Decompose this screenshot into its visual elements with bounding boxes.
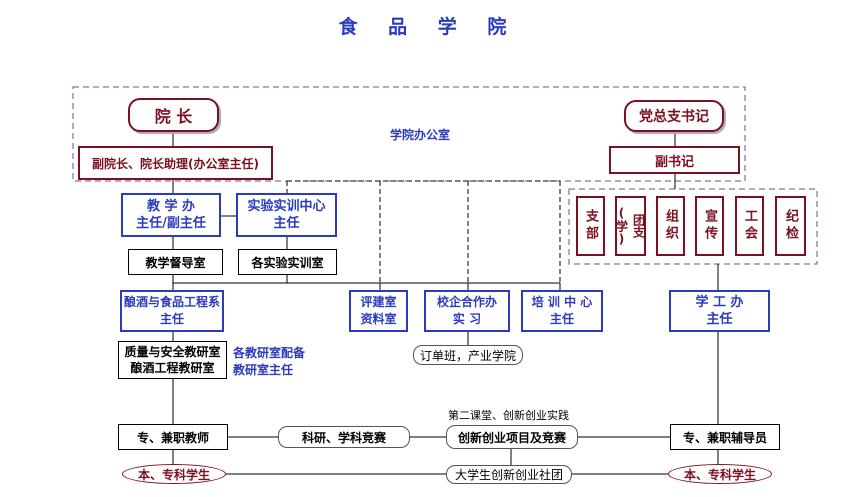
student-office-box: 学 工 办 主任 (669, 290, 770, 332)
party-secretary-box: 党总支书记 (624, 100, 724, 132)
labs-box: 各实验实训室 (238, 249, 337, 275)
supervision-office-box: 教学督导室 (128, 249, 223, 275)
party-unit-union: 工会 (735, 196, 764, 256)
students-left-ellipse: 本、专科学生 (122, 464, 226, 484)
counselors-box: 专、兼职辅导员 (670, 424, 780, 450)
evaluation-office-box: 评建室 资料室 (349, 290, 408, 332)
party-unit-discipline: 纪检 (775, 196, 806, 256)
coop-office-box: 校企合作办 实 习 (424, 290, 510, 332)
party-unit-youth: 团支(学) (615, 196, 646, 256)
office-label: 学院办公室 (390, 128, 451, 142)
second-class-label: 第二课堂、创新创业实践 (448, 409, 569, 422)
research-competition-pill: 科研、学科竞赛 (278, 426, 410, 448)
innovation-projects-pill: 创新创业项目及竞赛 (446, 425, 578, 449)
research-rooms-box: 质量与安全教研室 酿酒工程教研室 (118, 341, 227, 379)
deputy-secretary-box: 副书记 (609, 146, 740, 174)
liquor-dept-box: 酿酒与食品工程系 主任 (120, 290, 224, 332)
dean-box: 院 长 (128, 98, 219, 132)
training-center-box: 培 训 中 心 主任 (521, 290, 603, 332)
teaching-office-box: 教 学 办 主任/副主任 (121, 193, 221, 237)
research-rooms-note: 各教研室配备 教研室主任 (233, 346, 306, 377)
student-clubs-pill: 大学生创新创业社团 (446, 465, 572, 484)
page-title: 食 品 学 院 (338, 16, 519, 38)
teachers-box: 专、兼职教师 (118, 424, 228, 450)
lab-center-box: 实验实训中心 主任 (236, 193, 337, 237)
party-unit-publicity: 宣传 (695, 196, 724, 256)
vice-dean-box: 副院长、院长助理(办公室主任) (78, 146, 273, 180)
party-unit-branch: 支部 (576, 196, 605, 256)
party-unit-organization: 组织 (656, 196, 685, 256)
coop-note-pill: 订单班，产业学院 (413, 345, 523, 365)
students-right-ellipse: 本、专科学生 (668, 464, 772, 484)
